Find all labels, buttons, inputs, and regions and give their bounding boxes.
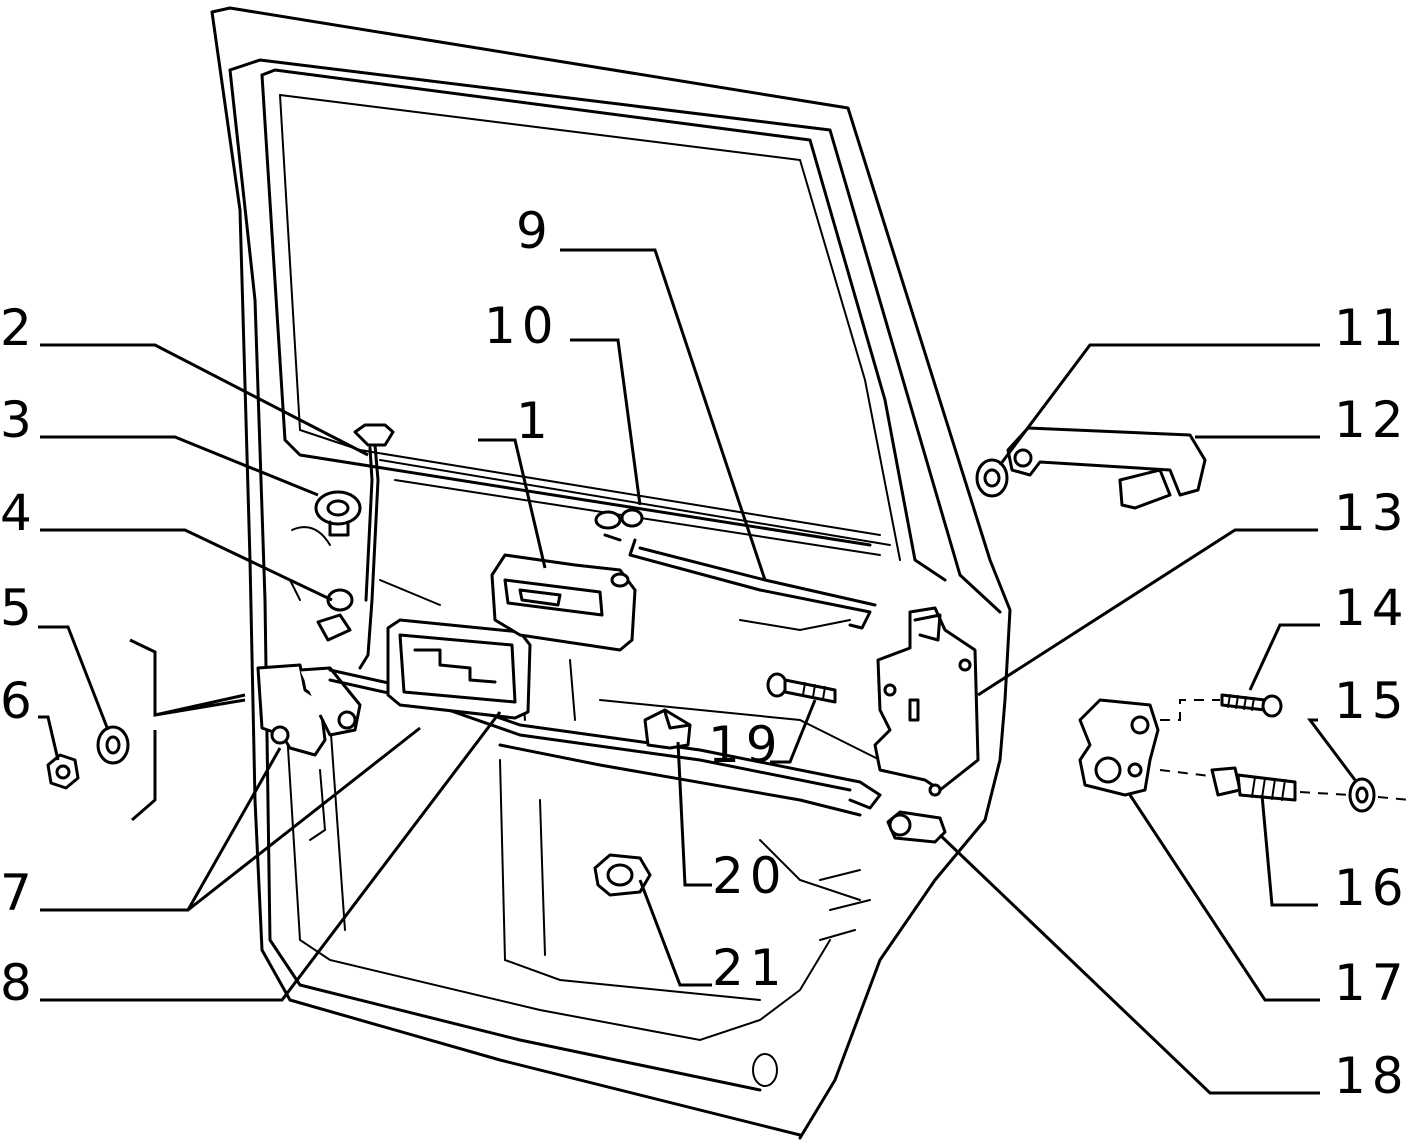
label-2: 2 [0,299,38,357]
part-6-nut [46,753,80,790]
part-18-bumper [886,810,947,844]
alignment-line-14 [1160,699,1220,721]
part-2-lock-knob-rod [353,423,395,670]
leader-8 [40,711,502,1002]
part-20-clip [643,708,692,750]
leader-7 [40,726,421,912]
label-19: 19 [708,716,784,774]
alignment-line-16 [1159,769,1410,801]
label-11: 11 [1334,299,1410,357]
part-14-screw [1220,693,1283,718]
label-12: 12 [1334,391,1410,449]
leader-3 [40,435,319,497]
label-9: 9 [516,202,554,260]
leader-19 [770,699,817,764]
part-16-striker-bolt [1210,766,1297,802]
label-6: 6 [0,672,38,730]
part-9-link-rod [628,538,877,630]
label-21: 21 [712,939,788,997]
label-5: 5 [0,579,38,637]
part-1-inner-handle [490,553,637,652]
label-18: 18 [1334,1047,1410,1105]
leader-5 [38,625,110,731]
part-3-grommet [314,490,362,537]
label-8: 8 [0,954,38,1012]
bracket-5-6 [129,638,246,822]
part-12-outer-handle [1006,426,1207,510]
leader-11 [998,343,1320,466]
leader-20 [676,741,712,887]
leader-lines [38,248,1410,1095]
part-10-clip [594,508,644,542]
leader-6 [38,715,60,761]
leader-21 [638,879,712,987]
label-16: 16 [1334,859,1410,917]
leader-9 [560,248,767,581]
leader-10 [570,338,642,506]
leader-16 [1260,794,1318,907]
label-15: 15 [1334,672,1410,730]
label-4: 4 [0,484,38,542]
part-17-striker [1078,698,1160,797]
door-panel [210,6,1012,1140]
label-20: 20 [712,847,788,905]
label-1: 1 [516,392,554,450]
part-11-cap [975,458,1009,498]
leader-13 [977,528,1318,697]
label-3: 3 [0,391,38,449]
leader-18 [938,833,1320,1095]
leader-14 [1248,623,1320,691]
label-13: 13 [1334,484,1410,542]
part-19-screw [766,672,837,704]
label-7: 7 [0,864,38,922]
leader-17 [1128,794,1320,1002]
part-4-rod-clip [316,588,354,642]
part-labels: 1 2 3 4 5 6 7 8 9 10 11 12 13 14 15 16 1… [0,202,1410,1105]
label-14: 14 [1334,579,1410,637]
leader-1 [478,438,547,569]
part-21-plug [593,853,652,897]
label-10: 10 [484,297,560,355]
leader-4 [40,528,333,602]
part-13-door-latch [873,606,980,797]
label-17: 17 [1334,954,1410,1012]
part-15-washer [1348,777,1376,813]
part-5-washer [96,725,130,765]
leader-15 [1307,718,1357,781]
part-8-inner-handle-bezel [386,618,532,720]
leader-2 [40,343,369,457]
